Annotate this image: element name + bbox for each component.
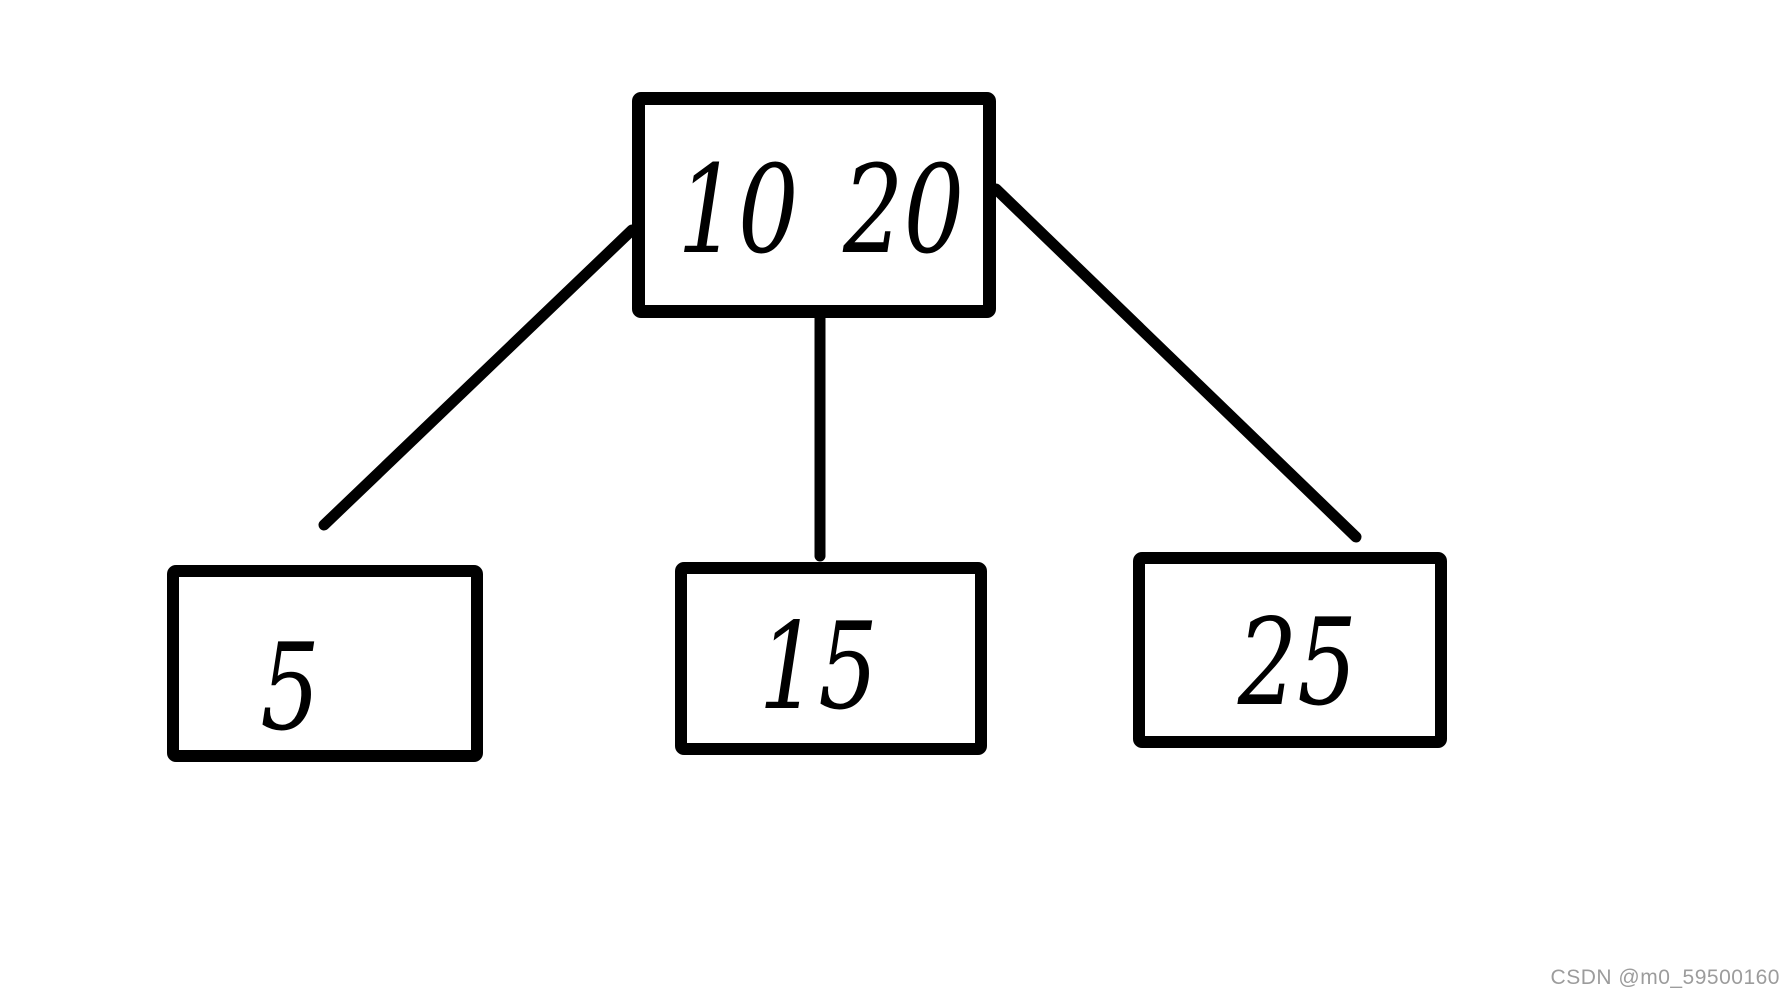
tree-node-root-label: 10 20 <box>677 139 965 281</box>
tree-node-right-child: 25 <box>1133 552 1447 748</box>
tree-node-right-child-label: 25 <box>1237 594 1357 733</box>
tree-node-left-child-label: 5 <box>260 618 320 758</box>
tree-node-root: 10 20 <box>632 92 996 318</box>
tree-node-middle-child: 15 <box>675 562 987 755</box>
tree-node-left-child: 5 <box>167 565 483 762</box>
watermark-text: CSDN @m0_59500160 <box>1550 966 1780 989</box>
edge-root-to-right-child <box>990 183 1362 543</box>
tree-node-middle-child-label: 15 <box>758 597 878 737</box>
edge-root-to-left-child <box>318 224 638 531</box>
